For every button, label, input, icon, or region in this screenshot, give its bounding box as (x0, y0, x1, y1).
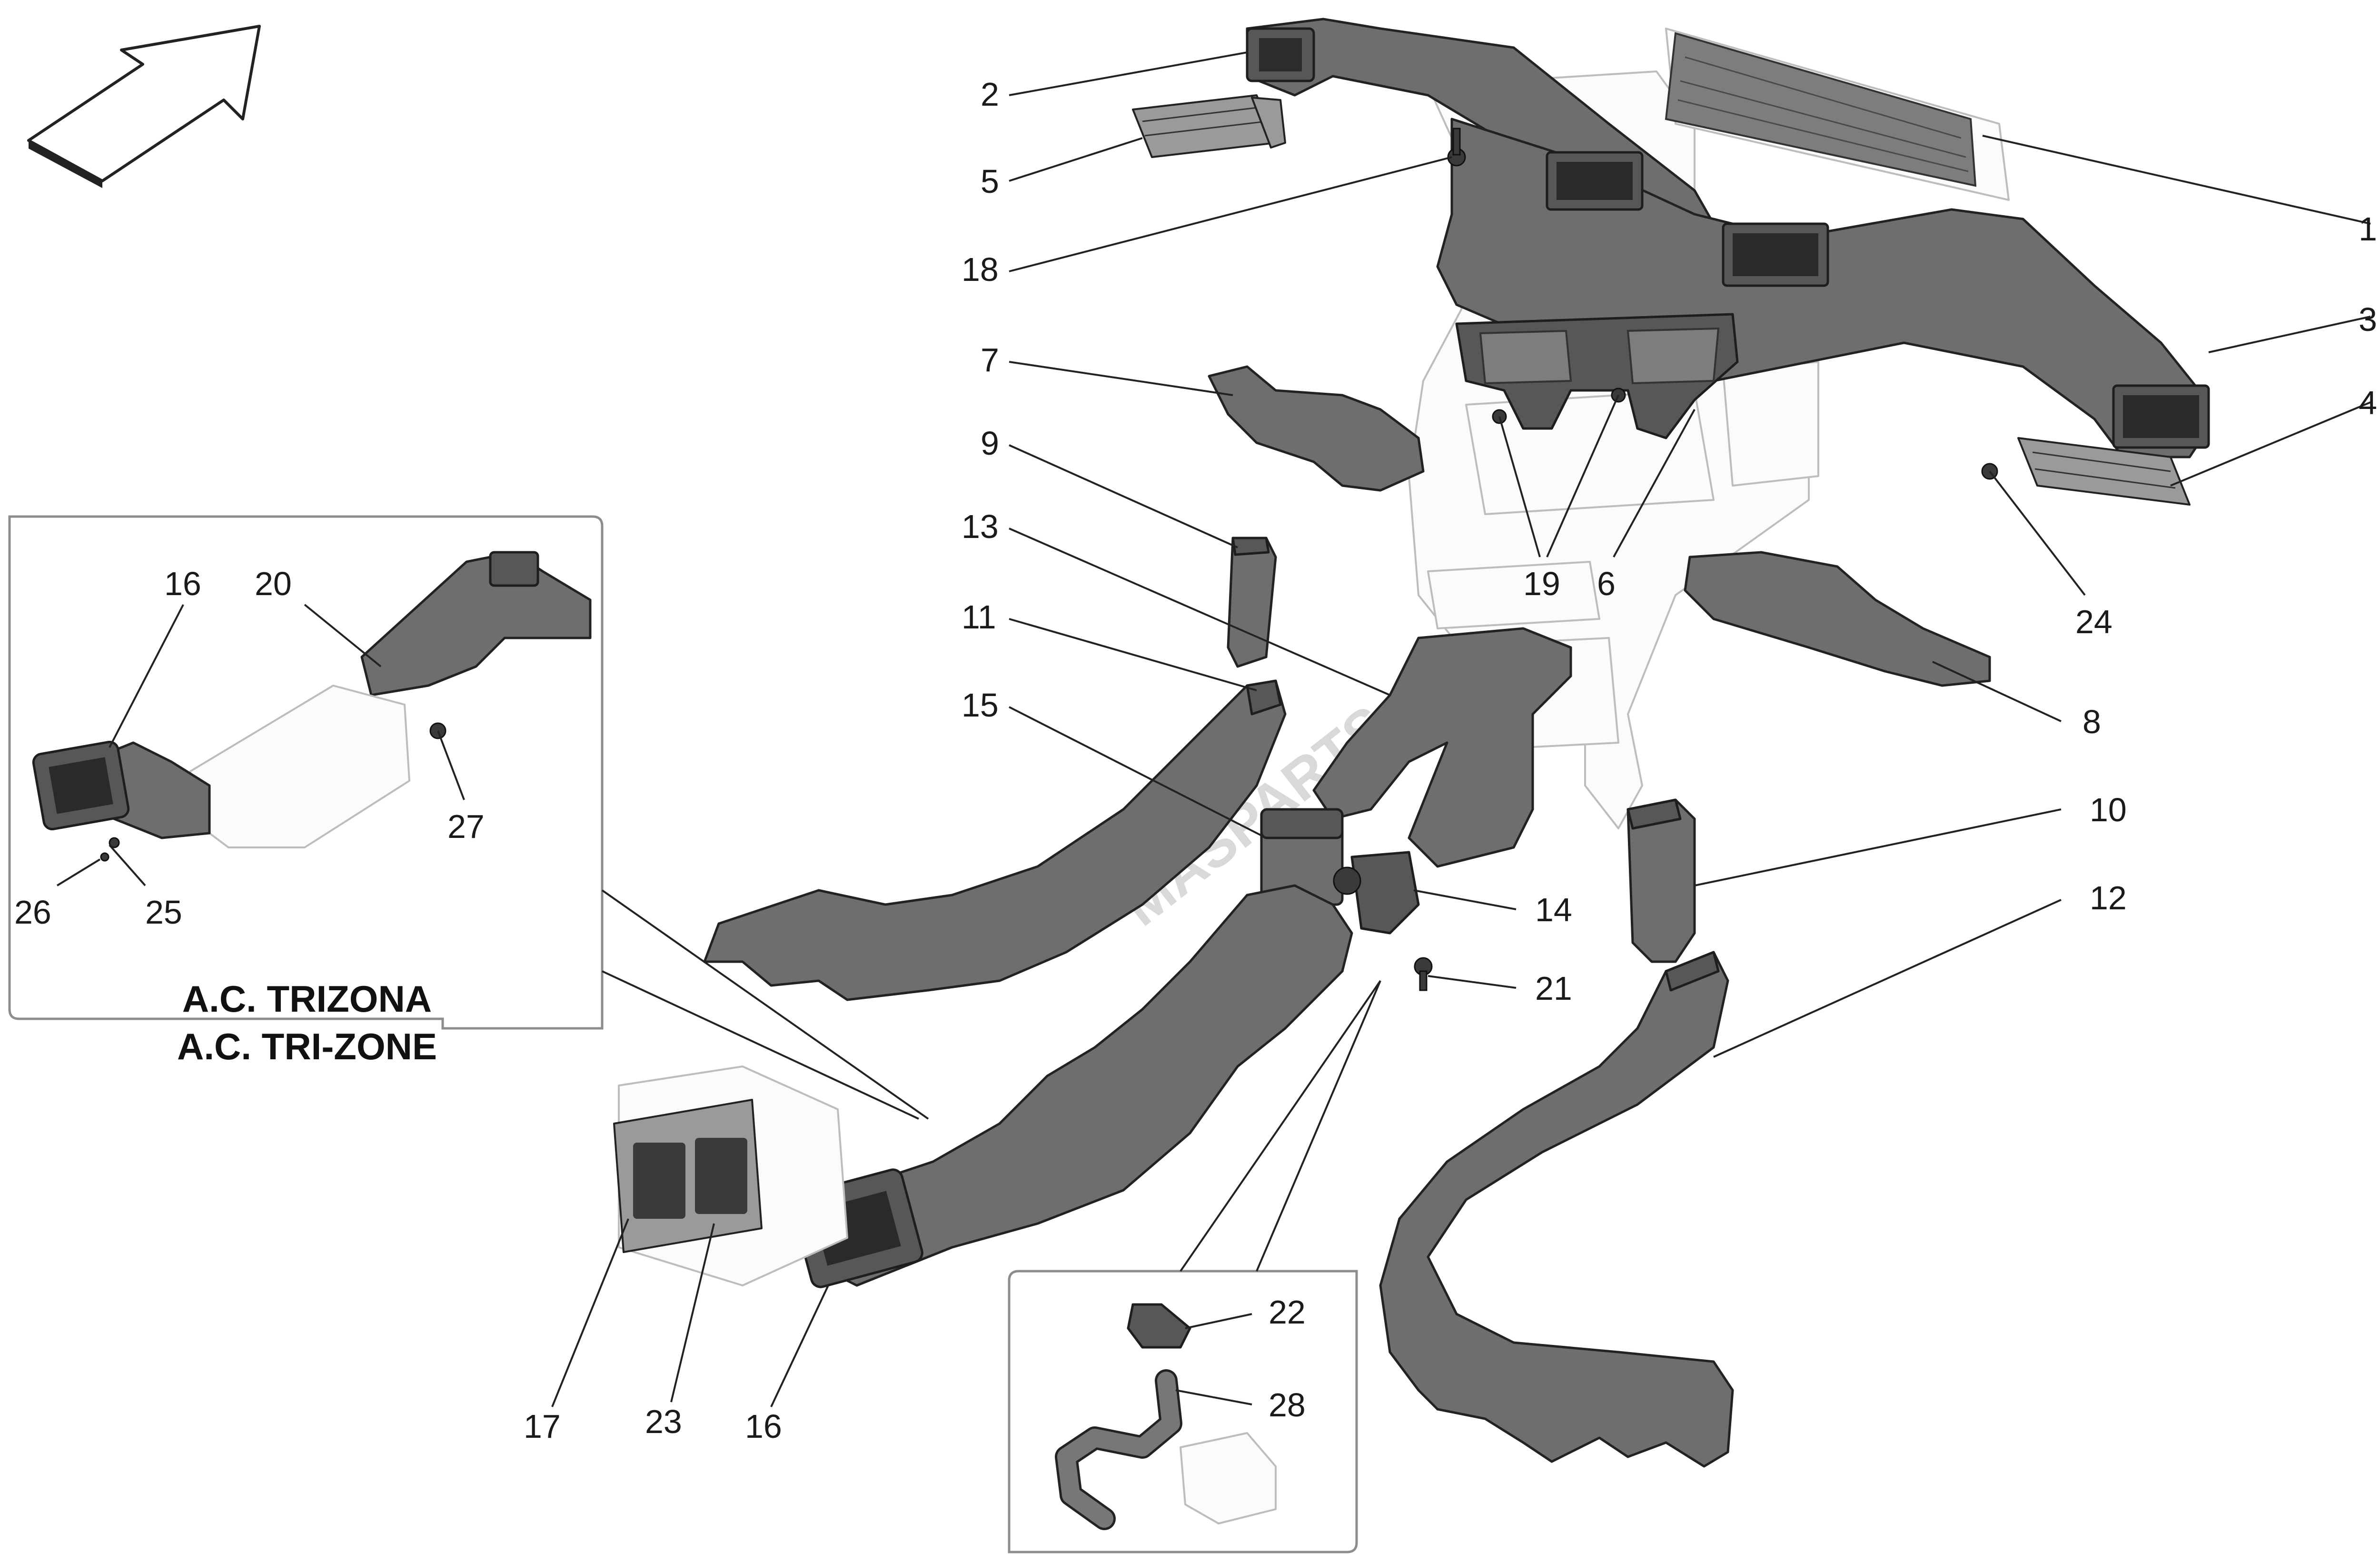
part-21-screw (1414, 957, 1433, 991)
callout-19: 19 (1523, 565, 1560, 602)
part-6-center-bracket (1455, 313, 1739, 439)
callout-4: 4 (2359, 384, 2377, 421)
part-12-rear-floor-duct (1379, 951, 1734, 1468)
callout-12: 12 (2090, 879, 2127, 916)
callout-18: 18 (962, 251, 999, 288)
callout-1: 1 (2359, 210, 2377, 248)
callout-28: 28 (1269, 1386, 1306, 1424)
callout-numbers: 2 5 18 7 9 13 11 15 1 3 4 24 8 10 12 14 … (14, 76, 2377, 1445)
part-9-vertical-duct (1227, 537, 1277, 668)
callout-15: 15 (962, 687, 999, 724)
leader-lines (56, 51, 2371, 1407)
callout-22: 22 (1269, 1294, 1306, 1331)
part-8-right-floor-duct (1684, 551, 1991, 687)
callout-10: 10 (2090, 791, 2127, 828)
callout-3: 3 (2359, 301, 2377, 338)
callout-7: 7 (981, 341, 999, 378)
callout-25: 25 (145, 894, 182, 931)
inset-22-28 (1008, 1270, 1358, 1553)
part-7-small-duct (1208, 365, 1425, 492)
part-1-dash-vent-mesh (1665, 28, 2010, 201)
callout-20: 20 (255, 565, 292, 602)
direction-arrow-icon (27, 25, 261, 188)
callout-8: 8 (2082, 703, 2101, 740)
part-15-blower-module (1260, 808, 1344, 906)
callout-27: 27 (447, 808, 485, 845)
callout-17: 17 (524, 1408, 561, 1445)
inset-trizone (8, 515, 604, 1030)
inset-caption-line2: A.C. TRI-ZONE (177, 1025, 437, 1067)
part-4-right-side-vent (2017, 437, 2191, 506)
callout-9: 9 (981, 425, 999, 462)
part-17-rear-vent-panel (613, 1065, 848, 1286)
callout-14: 14 (1535, 891, 1572, 928)
callout-5: 5 (981, 163, 999, 200)
inset-caption-line1: A.C. TRIZONA (182, 978, 432, 1020)
callout-26: 26 (14, 894, 51, 931)
part-10-side-duct (1626, 798, 1696, 963)
callout-16: 16 (745, 1408, 782, 1445)
callout-23: 23 (645, 1403, 682, 1440)
callout-6: 6 (1597, 565, 1616, 602)
part-3-main-dash-duct (1436, 118, 2210, 458)
callout-13: 13 (962, 508, 999, 545)
callout-2: 2 (981, 76, 999, 113)
inset-connectors (601, 889, 1381, 1272)
callout-24: 24 (2075, 603, 2112, 640)
part-13-console-duct (1312, 627, 1572, 868)
part-14-sensor (1333, 851, 1420, 935)
callout-21: 21 (1535, 970, 1572, 1007)
callout-16-inset: 16 (164, 565, 201, 602)
callout-11: 11 (962, 598, 996, 636)
part-5-left-side-vent (1132, 94, 1286, 158)
